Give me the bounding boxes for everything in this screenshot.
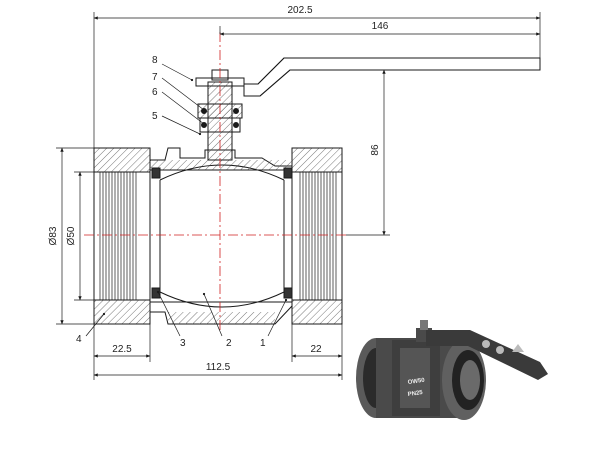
dim-handle-length: 146 [372,21,389,32]
dimension-lines [56,12,541,380]
dim-bore-diameter: Ø50 [66,226,77,245]
right-thread [299,172,337,300]
callout-2: 2 [226,338,232,349]
callout-7: 7 [152,72,158,83]
seat-rings [151,167,293,299]
dim-left-thread-length: 22.5 [112,344,132,355]
callout-leaders [85,63,288,337]
dim-handle-height: 86 [370,144,381,156]
product-photo: OW50 PN25 [356,320,548,420]
left-thread [99,172,137,300]
centerlines [84,32,346,330]
dim-body-length: 112.5 [206,362,231,373]
right-end-port [291,147,343,325]
callout-5: 5 [152,111,158,122]
left-end-port [93,147,151,325]
dim-outer-diameter: Ø83 [48,226,59,245]
dim-right-thread-length: 22 [310,344,322,355]
lever-handle [243,57,541,97]
ball [159,164,285,308]
valve-section-view [93,57,541,325]
body-marking-2: PN25 [407,390,423,398]
callout-1: 1 [260,338,266,349]
callout-8: 8 [152,55,158,66]
callout-4: 4 [76,334,82,345]
dim-overall-length: 202.5 [287,5,312,16]
body-marking-1: OW50 [407,378,425,386]
callout-6: 6 [152,87,158,98]
callout-3: 3 [180,338,186,349]
